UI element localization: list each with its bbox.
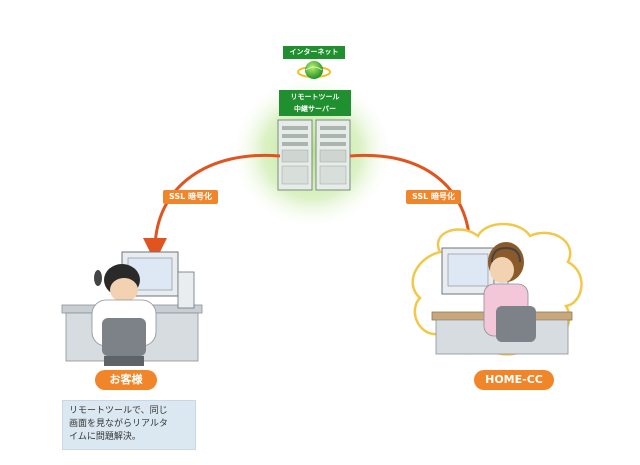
connection-arrow-home	[349, 153, 482, 262]
relay-server-label-line1: リモートツール	[290, 93, 340, 101]
internet-label: インターネット	[283, 46, 345, 59]
internet-globe-icon	[297, 61, 331, 79]
relay-server-icon	[277, 119, 351, 191]
note-line-1: リモートツールで、同じ	[69, 406, 168, 416]
home-cc-label: HOME-CC	[474, 370, 554, 390]
home-cc-cloud-illustration	[411, 222, 583, 356]
note-line-2: 画面を見ながらリアルタ	[69, 419, 168, 429]
note-line-3: イムに問題解決。	[69, 432, 141, 442]
description-note: リモートツールで、同じ 画面を見ながらリアルタ イムに問題解決。	[62, 400, 196, 450]
relay-server-label-line2: 中継サーバー	[294, 105, 336, 113]
relay-server-label: リモートツール 中継サーバー	[279, 90, 351, 116]
ssl-encryption-badge-home: SSL 暗号化	[406, 190, 462, 204]
customer-label: お客様	[95, 370, 157, 390]
ssl-encryption-badge-customer: SSL 暗号化	[163, 190, 219, 204]
customer-workstation-illustration	[61, 251, 203, 366]
connection-arrow-customer	[143, 153, 281, 262]
